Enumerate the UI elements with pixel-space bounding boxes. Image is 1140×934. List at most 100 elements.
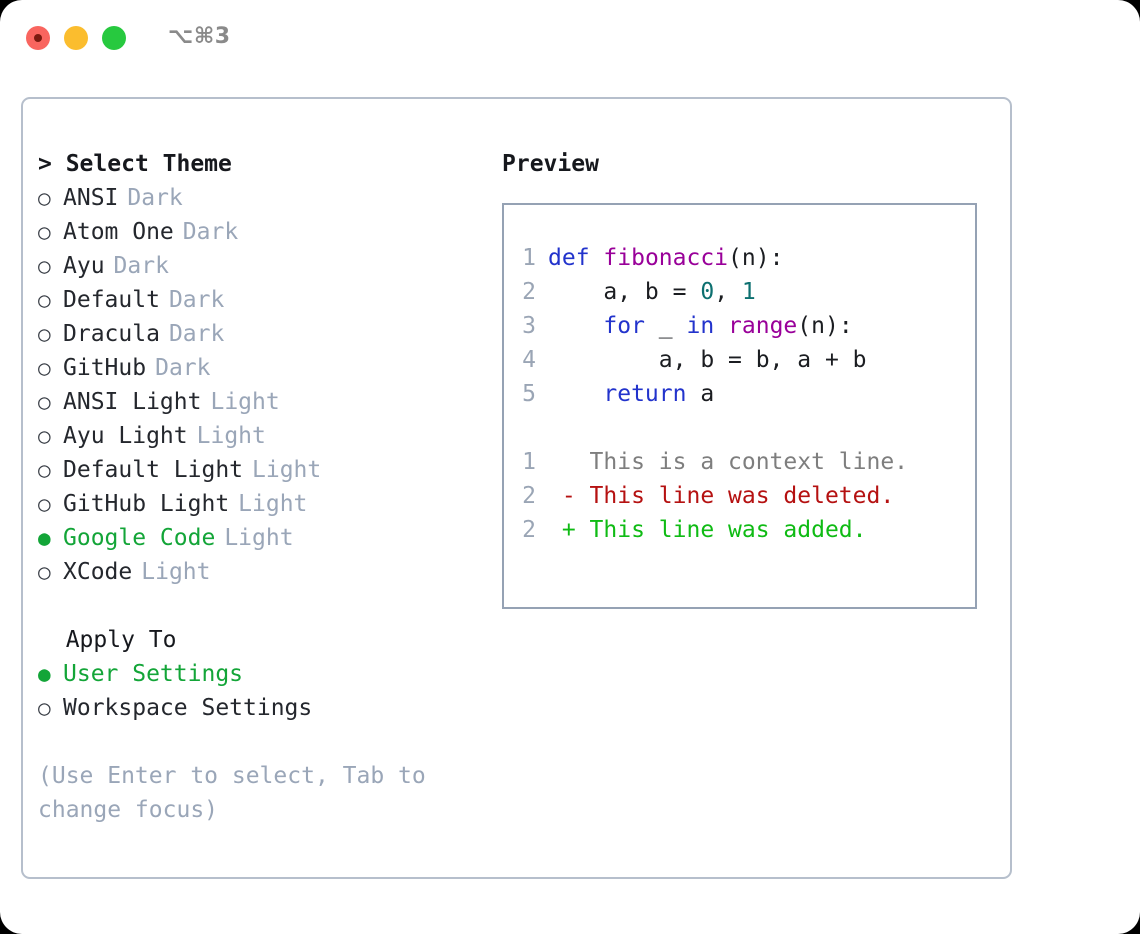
radio-unselected-icon: ○ — [38, 458, 51, 482]
select-theme-title: Select Theme — [65, 151, 232, 177]
apply-to-title: Apply To — [65, 627, 177, 653]
theme-option-2[interactable]: ○ Ayu Dark — [38, 249, 478, 283]
code-token-pl — [714, 313, 728, 339]
theme-option-6[interactable]: ○ ANSI Light Light — [38, 385, 478, 419]
code-text: def fibonacci(n): — [548, 241, 783, 275]
radio-unselected-icon: ○ — [38, 254, 51, 278]
radio-unselected-icon: ○ — [38, 288, 51, 312]
theme-option-7[interactable]: ○ Ayu Light Light — [38, 419, 478, 453]
theme-option-9[interactable]: ○ GitHub Light Light — [38, 487, 478, 521]
apply-to-heading: Apply To — [38, 623, 478, 657]
select-theme-prefix: > — [38, 151, 66, 177]
diff-line: 2 + This line was added. — [504, 513, 975, 547]
radio-unselected-icon: ○ — [38, 390, 51, 414]
line-number: 2 — [522, 279, 536, 305]
section-spacer — [38, 589, 478, 623]
option-kind-badge: Dark — [168, 321, 225, 347]
option-label: Ayu Light — [63, 423, 188, 449]
code-token-kw: return — [603, 381, 687, 407]
keyboard-shortcut-label: ⌥⌘3 — [168, 24, 231, 49]
code-token-pl: (n): — [728, 245, 784, 271]
radio-unselected-icon: ○ — [38, 492, 51, 516]
code-token-pl — [590, 245, 604, 271]
diff-line: 2 - This line was deleted. — [504, 479, 975, 513]
code-token-pl — [548, 313, 603, 339]
diff-text-add: + This line was added. — [548, 517, 867, 543]
radio-selected-icon: ● — [38, 526, 51, 550]
code-token-pl: _ — [644, 313, 687, 339]
option-label: Workspace Settings — [63, 695, 313, 721]
code-token-pl: a, b = — [548, 279, 701, 305]
radio-unselected-icon: ○ — [38, 186, 51, 210]
code-line: 4 a, b = b, a + b — [504, 343, 975, 377]
option-kind-badge: Dark — [113, 253, 169, 279]
radio-unselected-icon: ○ — [38, 560, 51, 584]
radio-unselected-icon: ○ — [38, 696, 51, 720]
line-number: 2 — [522, 483, 536, 509]
option-label: Default — [63, 287, 160, 313]
minimize-window-icon[interactable] — [64, 26, 88, 50]
code-text: return a — [548, 377, 714, 411]
code-token-kw: in — [686, 313, 715, 339]
theme-option-8[interactable]: ○ Default Light Light — [38, 453, 478, 487]
option-label: GitHub — [63, 355, 147, 381]
code-text: a, b = 0, 1 — [548, 275, 756, 309]
traffic-lights — [26, 26, 126, 50]
diff-text-ctx: This is a context line. — [548, 449, 909, 475]
diff-line: 1 This is a context line. — [504, 445, 975, 479]
code-diff-spacer — [504, 411, 975, 445]
option-kind-badge: Light — [196, 423, 266, 449]
option-label: ANSI Light — [63, 389, 202, 415]
line-number: 3 — [522, 313, 536, 339]
code-token-pl — [548, 381, 603, 407]
code-line: 3 for _ in range(n): — [504, 309, 975, 343]
maximize-window-icon[interactable] — [102, 26, 126, 50]
option-kind-badge: Light — [238, 491, 308, 517]
line-number: 1 — [522, 245, 536, 271]
code-token-num: 1 — [741, 279, 756, 305]
option-kind-badge: Light — [210, 389, 280, 415]
title-bar: ⌥⌘3 — [0, 0, 1140, 78]
option-kind-badge: Light — [252, 457, 322, 483]
keyboard-hint-text: (Use Enter to select, Tab to change focu… — [38, 763, 426, 823]
theme-option-3[interactable]: ○ Default Dark — [38, 283, 478, 317]
option-label: Atom One — [63, 219, 174, 245]
close-window-icon[interactable] — [26, 26, 50, 50]
option-kind-badge: Dark — [155, 355, 211, 381]
option-label: Google Code — [63, 525, 216, 551]
code-token-pl: , — [714, 279, 742, 305]
radio-unselected-icon: ○ — [38, 424, 51, 448]
code-line: 1 def fibonacci(n): — [504, 241, 975, 275]
code-token-num: 0 — [700, 279, 715, 305]
option-label: Default Light — [63, 457, 244, 483]
code-token-fn: range — [728, 313, 798, 339]
option-label: GitHub Light — [63, 491, 230, 517]
radio-unselected-icon: ○ — [38, 322, 51, 346]
option-kind-badge: Dark — [182, 219, 239, 245]
line-number: 5 — [522, 381, 536, 407]
code-text: for _ in range(n): — [548, 309, 852, 343]
select-theme-heading: > Select Theme — [38, 147, 478, 181]
code-token-pl: a, b = b, a + b — [548, 347, 867, 373]
code-token-kw: for — [603, 313, 645, 339]
option-label: ANSI — [63, 185, 119, 211]
option-label: Ayu — [63, 253, 105, 279]
option-kind-badge: Dark — [168, 287, 225, 313]
diff-sample: 1 This is a context line.2 - This line w… — [504, 445, 975, 547]
code-text: a, b = b, a + b — [548, 343, 867, 377]
apply-option-0[interactable]: ●User Settings — [38, 657, 478, 691]
code-line: 5 return a — [504, 377, 975, 411]
apply-option-1[interactable]: ○ Workspace Settings — [38, 691, 478, 725]
line-number: 1 — [522, 449, 536, 475]
